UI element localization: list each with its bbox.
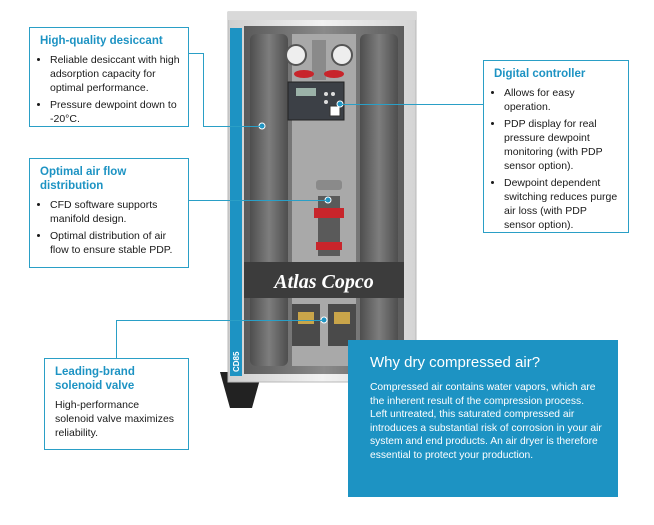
desiccant-leader bbox=[203, 126, 263, 127]
airflow-bullet: CFD software supports manifold design. bbox=[50, 198, 180, 226]
desiccant-leader bbox=[188, 53, 204, 54]
desiccant-title: High-quality desiccant bbox=[40, 35, 163, 47]
brand-logo: Atlas Copco bbox=[272, 271, 373, 293]
controller-bullet: PDP display for real pressure dewpoint m… bbox=[504, 117, 620, 173]
controller-leader bbox=[340, 104, 484, 105]
controller-callout: Digital controller Allows for easy opera… bbox=[483, 60, 629, 233]
solenoid-title: Leading-brand solenoid valve bbox=[55, 366, 135, 392]
why-body: Compressed air contains water vapors, wh… bbox=[370, 382, 602, 461]
airflow-callout: Optimal air flow distribution CFD softwa… bbox=[29, 158, 189, 268]
desiccant-callout: High-quality desiccant Reliable desiccan… bbox=[29, 27, 189, 127]
solenoid-callout: Leading-brand solenoid valve High-perfor… bbox=[44, 358, 189, 450]
desiccant-bullet: Reliable desiccant with high adsorption … bbox=[50, 53, 180, 95]
model-label: CD85 bbox=[232, 351, 241, 372]
desiccant-bullet: Pressure dewpoint down to -20°C. bbox=[50, 98, 180, 126]
airflow-bullet: Optimal distribution of air flow to ensu… bbox=[50, 229, 180, 257]
airflow-leader bbox=[188, 200, 328, 201]
solenoid-leader bbox=[116, 320, 117, 358]
solenoid-leader bbox=[116, 320, 324, 321]
why-title: Why dry compressed air? bbox=[370, 354, 541, 371]
solenoid-text: High-performance solenoid valve maximize… bbox=[55, 399, 175, 439]
desiccant-leader bbox=[203, 53, 204, 127]
airflow-title: Optimal air flow distribution bbox=[40, 166, 127, 192]
controller-bullet: Dewpoint dependent switching reduces pur… bbox=[504, 176, 620, 232]
controller-title: Digital controller bbox=[494, 68, 586, 80]
why-dry-air-panel: Why dry compressed air? Compressed air c… bbox=[348, 340, 618, 497]
controller-bullet: Allows for easy operation. bbox=[504, 86, 620, 114]
